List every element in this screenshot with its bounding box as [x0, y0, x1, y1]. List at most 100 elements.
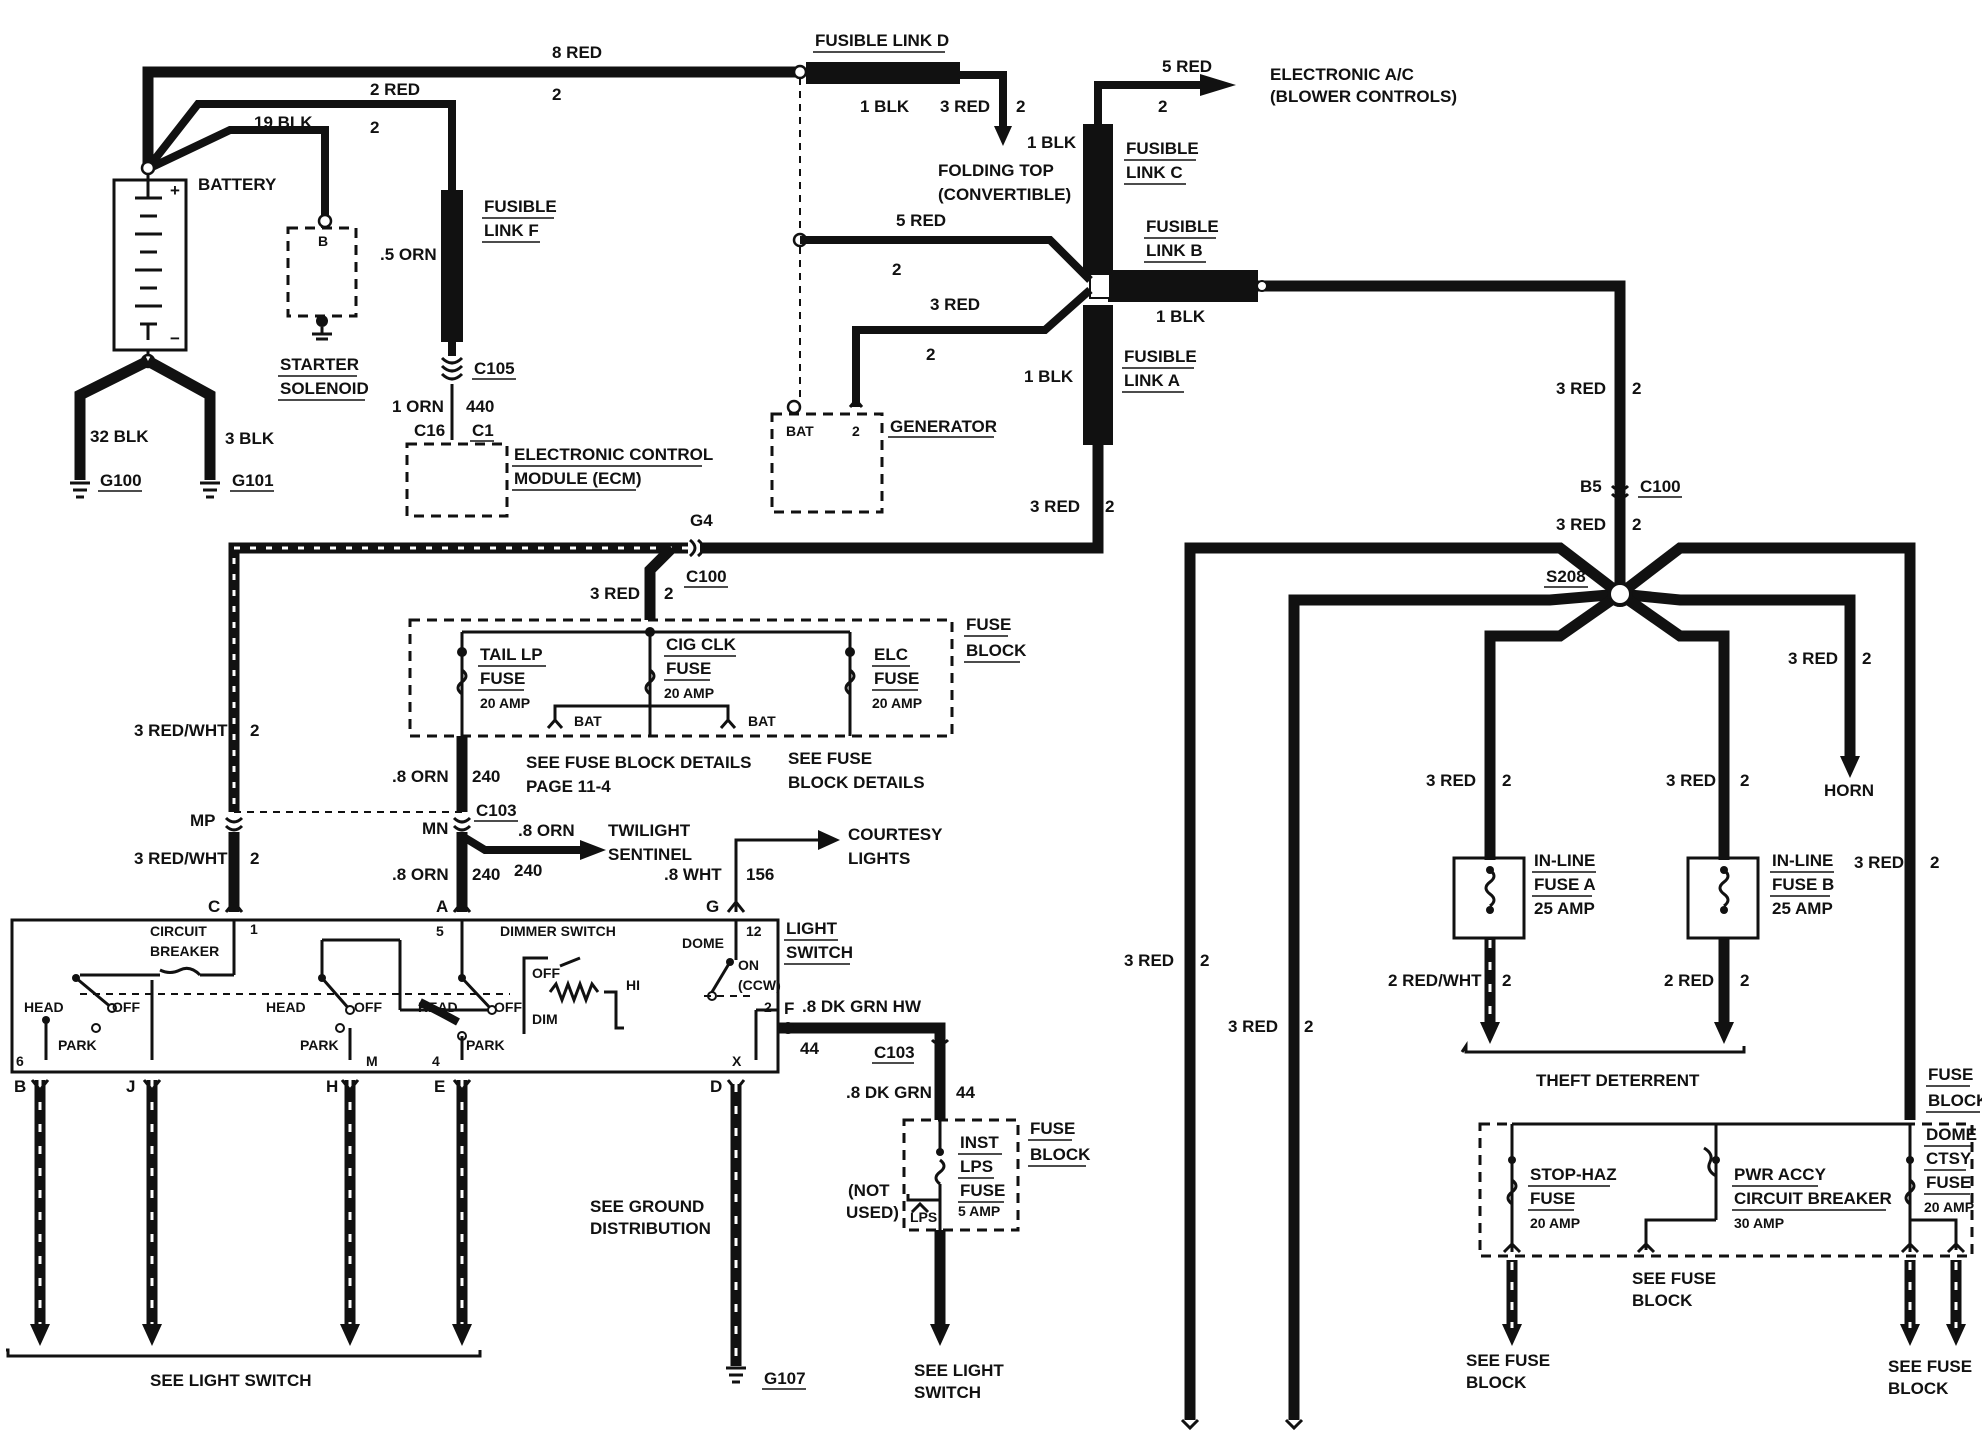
connector-label-c103-upper: C103	[476, 801, 517, 820]
generator-bat-terminal: BAT	[786, 423, 814, 439]
circuit-breaker-icon	[159, 966, 202, 977]
fuse-block-inst-label-2: BLOCK	[1030, 1145, 1091, 1164]
wire-label-5red-ac: 5 RED	[1162, 57, 1212, 76]
fuse-block-inst	[902, 1118, 1020, 1232]
off-label-2: OFF	[354, 999, 382, 1015]
inst-lps-output-arrow	[930, 1324, 950, 1346]
fuse-block-inst-label-1: FUSE	[1030, 1119, 1075, 1138]
electronic-ac-label-1: ELECTRONIC A/C	[1270, 65, 1414, 84]
pin-1: 1	[250, 921, 258, 937]
cig-clk-fuse-icon	[644, 668, 656, 696]
folding-top-label-1: FOLDING TOP	[938, 161, 1054, 180]
wire-label-3red-gen: 3 RED	[930, 295, 980, 314]
dome-ctsy-label-1: DOME	[1926, 1125, 1977, 1144]
dome-ctsy-amp: 20 AMP	[1924, 1199, 1974, 1215]
starter-solenoid	[286, 213, 358, 341]
inline-fuse-b-icon	[1718, 868, 1730, 908]
connector-c100-right	[1610, 484, 1630, 594]
wire-number-3redwht-lower: 2	[250, 849, 259, 868]
connector-label-c103-lower: C103	[874, 1043, 915, 1062]
pwr-accy-amp: 30 AMP	[1734, 1215, 1784, 1231]
folding-top-label-2: (CONVERTIBLE)	[938, 185, 1071, 204]
fuse-block-feed-wire	[644, 544, 676, 620]
cig-clk-fuse-label-1: CIG CLK	[666, 635, 737, 654]
ground-dist-label-1: SEE GROUND	[590, 1197, 704, 1216]
fusible-link-b-label-2: LINK B	[1146, 241, 1203, 260]
ecm-label-2: MODULE (ECM)	[514, 469, 641, 488]
see-light-switch-label-2a: SEE LIGHT	[914, 1361, 1004, 1380]
head-label-1: HEAD	[24, 999, 64, 1015]
wire-label-1blk-c: 1 BLK	[1027, 133, 1077, 152]
wire-number-3redwht-upper: 2	[250, 721, 259, 740]
elc-fuse-icon	[844, 668, 856, 696]
wire-number-3red-fa: 2	[1502, 771, 1511, 790]
inst-lps-fuse-internals	[906, 1120, 946, 1230]
fusible-link-a-label-1: FUSIBLE	[1124, 347, 1197, 366]
pin-b: B	[14, 1077, 26, 1096]
wire-label-2red: 2 RED	[370, 80, 420, 99]
connector-c105	[440, 356, 464, 440]
park-label-3: PARK	[466, 1037, 505, 1053]
wire-number-3red-fb2: 2	[1740, 771, 1749, 790]
see-fuse-block-label-mid-2: BLOCK	[1632, 1291, 1693, 1310]
light-switch-pins-top	[224, 899, 746, 913]
pin-d: D	[710, 1077, 722, 1096]
fusible-link-c-label-1: FUSIBLE	[1126, 139, 1199, 158]
pin-a: A	[436, 897, 448, 916]
ground-icon-g101	[200, 481, 220, 499]
wire-label-19blk: 19 BLK	[254, 113, 313, 132]
connector-label-b5: B5	[1580, 477, 1602, 496]
stop-haz-fuse-icon	[1506, 1178, 1518, 1206]
ground-dist-label-2: DISTRIBUTION	[590, 1219, 711, 1238]
pin-h: H	[326, 1077, 338, 1096]
wire-label-3red-fb2: 3 RED	[1666, 771, 1716, 790]
twilight-sentinel-wire	[459, 832, 580, 854]
wire-label-1blk-a: 1 BLK	[1024, 367, 1074, 386]
wire-label-8red: 8 RED	[552, 43, 602, 62]
battery-minus: −	[170, 329, 180, 348]
tail-lp-fuse-label-1: TAIL LP	[480, 645, 543, 664]
generator-2-terminal: 2	[852, 423, 860, 439]
pin-e: E	[434, 1077, 445, 1096]
stop-haz-fuse-label-1: STOP-HAZ	[1530, 1165, 1617, 1184]
ground-icon-g100	[70, 481, 90, 499]
wire-number-44-lower: 44	[956, 1083, 975, 1102]
battery-feed-wires	[142, 66, 1012, 228]
not-used-label-2: USED)	[846, 1203, 899, 1222]
light-switch-outputs	[6, 1079, 746, 1366]
splice-s208	[1184, 542, 1916, 1420]
wire-label-3red-d: 3 RED	[940, 97, 990, 116]
dk-grn-wire	[778, 1022, 950, 1120]
see-light-switch-label-1: SEE LIGHT SWITCH	[150, 1371, 312, 1390]
ecm-box	[405, 442, 509, 518]
wire-label-8orn-upper: .8 ORN	[392, 767, 449, 786]
connector-g4-c100	[689, 538, 705, 558]
theft-deterrent-bracket	[1460, 1041, 1746, 1054]
dome-label: DOME	[682, 935, 724, 951]
elc-fuse-amp: 20 AMP	[872, 695, 922, 711]
inst-lps-fuse-amp: 5 AMP	[958, 1203, 1000, 1219]
dimmer-dim-label: DIM	[532, 1011, 558, 1027]
see-fuse-block-label-mid-1: SEE FUSE	[1632, 1269, 1716, 1288]
wire-label-32blk: 32 BLK	[90, 427, 149, 446]
wire-number-240-lower: 240	[472, 865, 500, 884]
connector-label-g4: G4	[690, 511, 713, 530]
off-label-1: OFF	[112, 999, 140, 1015]
connector-label-c100-right: C100	[1640, 477, 1681, 496]
ground-icon-g107	[726, 1366, 746, 1384]
fuse-details-note-1a: SEE FUSE BLOCK DETAILS	[526, 753, 751, 772]
cig-clk-fuse-label-2: FUSE	[666, 659, 711, 678]
electronic-ac-label-2: (BLOWER CONTROLS)	[1270, 87, 1457, 106]
wire-label-8orn-lower: .8 ORN	[392, 865, 449, 884]
tail-lp-fuse-icon	[456, 668, 468, 696]
wire-number-440: 440	[466, 397, 494, 416]
twilight-sentinel-label-1: TWILIGHT	[608, 821, 691, 840]
wire-number-5red-gen: 2	[892, 260, 901, 279]
wire-number-top: 2	[552, 85, 561, 104]
fuse-block-right-label-2: BLOCK	[1928, 1091, 1982, 1110]
wire-label-3red-long1: 3 RED	[1124, 951, 1174, 970]
theft-deterrent-label: THEFT DETERRENT	[1536, 1071, 1700, 1090]
wire-number-ac: 2	[1158, 97, 1167, 116]
circuit-breaker-label-1: CIRCUIT	[150, 923, 207, 939]
generator-label: GENERATOR	[890, 417, 997, 436]
